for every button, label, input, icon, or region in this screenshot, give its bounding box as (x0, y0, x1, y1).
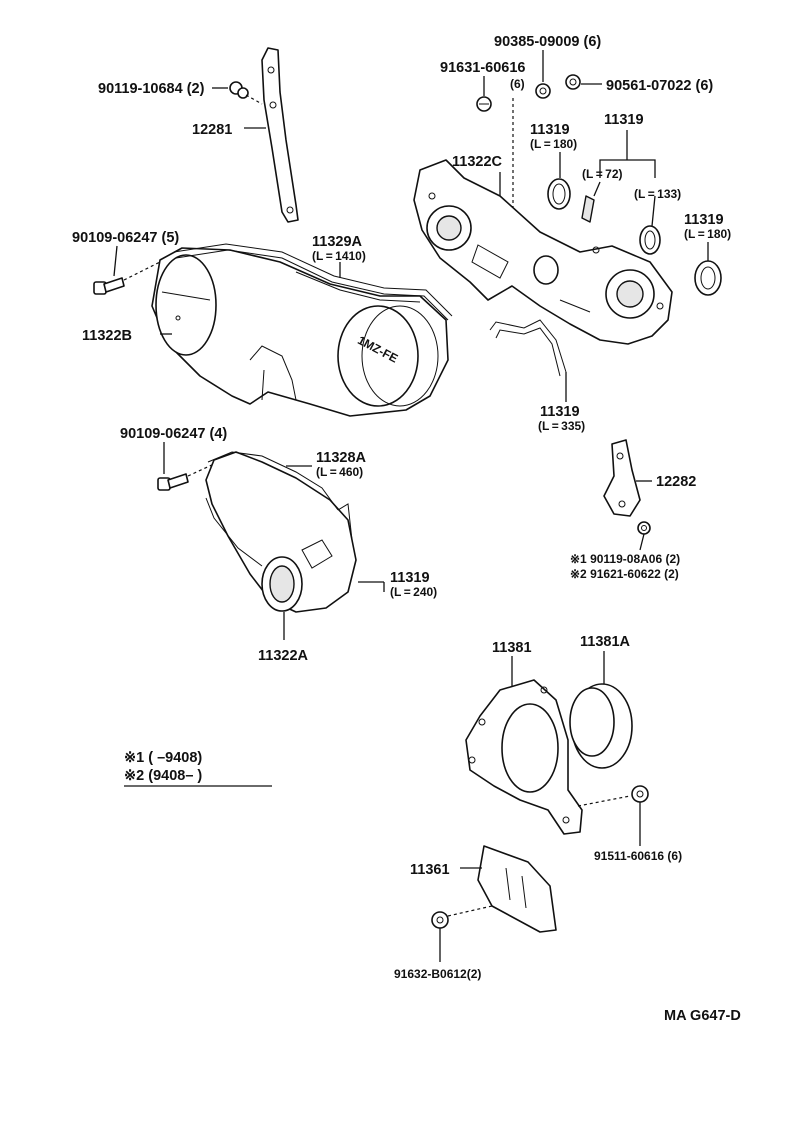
label-11319-b-length: (L = 180) (684, 227, 731, 241)
retainer-11381 (465, 679, 583, 835)
label-11322b: 11322B (82, 328, 132, 344)
bolt-90109-06247-a (93, 277, 125, 295)
label-11319-c: 11319 (540, 404, 580, 420)
label-l72: (L = 72) (582, 167, 622, 181)
label-11319-a: 11319 (530, 122, 570, 138)
label-11381a: 11381A (580, 634, 631, 650)
gasket-11328a (205, 451, 339, 567)
bolt-90119-10684 (229, 81, 249, 99)
label-91631-qty: (6) (510, 77, 525, 91)
label-90561: 90561-07022 (6) (606, 78, 713, 94)
bracket-12281 (261, 47, 299, 223)
label-11319-d: 11319 (390, 570, 430, 586)
label-11319-d-length: (L = 240) (390, 585, 437, 599)
plate-11361 (477, 845, 557, 933)
label-11381: 11381 (492, 640, 532, 656)
seal-11319-l133 (639, 225, 661, 255)
stud-91631-60616 (476, 96, 492, 112)
reference-code: MA G647-D (664, 1008, 741, 1024)
bolt-90119-08a06 (637, 521, 651, 535)
label-11319-c-length: (L = 335) (538, 419, 585, 433)
label-11319-b: 11319 (684, 212, 724, 228)
label-11322a: 11322A (258, 648, 309, 664)
bolt-91511-60616 (631, 785, 649, 803)
bolt-90561-07022 (565, 74, 581, 90)
seal-11319-l335 (489, 319, 567, 377)
label-90385: 90385-09009 (6) (494, 34, 601, 50)
label-11328a: 11328A (316, 450, 367, 466)
label-11319-group: 11319 (604, 112, 644, 128)
label-91632: 91632-B0612(2) (394, 967, 481, 981)
label-11361: 11361 (410, 862, 450, 878)
label-11329a: 11329A (312, 234, 363, 250)
timing-cover-11322b: 1MZ-FE (151, 247, 449, 417)
label-90109-b: 90109-06247 (4) (120, 426, 227, 442)
seal-11319-l180-upper (547, 178, 571, 210)
bolt-90109-06247-b (157, 473, 189, 491)
label-91511: 91511-60616 (6) (594, 849, 682, 863)
label-90119-10684: 90119-10684 (2) (98, 81, 205, 97)
nut-90385-09009 (535, 83, 551, 99)
label-11328a-length: (L = 460) (316, 465, 363, 479)
label-12281: 12281 (192, 122, 232, 138)
oil-seal-11381a (569, 683, 633, 769)
label-91631: 91631-60616 (440, 60, 525, 76)
label-l133: (L = 133) (634, 187, 681, 201)
seal-11319-l72 (581, 195, 595, 223)
legend-note-2: ※2 (9408– ) (124, 768, 202, 784)
label-star2: ※2 91621-60622 (2) (570, 567, 679, 581)
label-11329a-length: (L = 1410) (312, 249, 366, 263)
bolt-91632-b0612 (431, 911, 449, 929)
label-90109-a: 90109-06247 (5) (72, 230, 179, 246)
gasket-11329a (173, 243, 453, 321)
timing-cover-11322c (413, 159, 673, 345)
label-12282: 12282 (656, 474, 696, 490)
bracket-12282 (603, 439, 641, 517)
label-star1: ※1 90119-08A06 (2) (570, 552, 680, 566)
timing-cover-11322a (205, 451, 357, 613)
label-11322c: 11322C (452, 154, 503, 170)
seal-11319-l180-right (694, 260, 722, 296)
label-11319-a-length: (L = 180) (530, 137, 577, 151)
legend-note-1: ※1 ( –9408) (124, 750, 202, 766)
